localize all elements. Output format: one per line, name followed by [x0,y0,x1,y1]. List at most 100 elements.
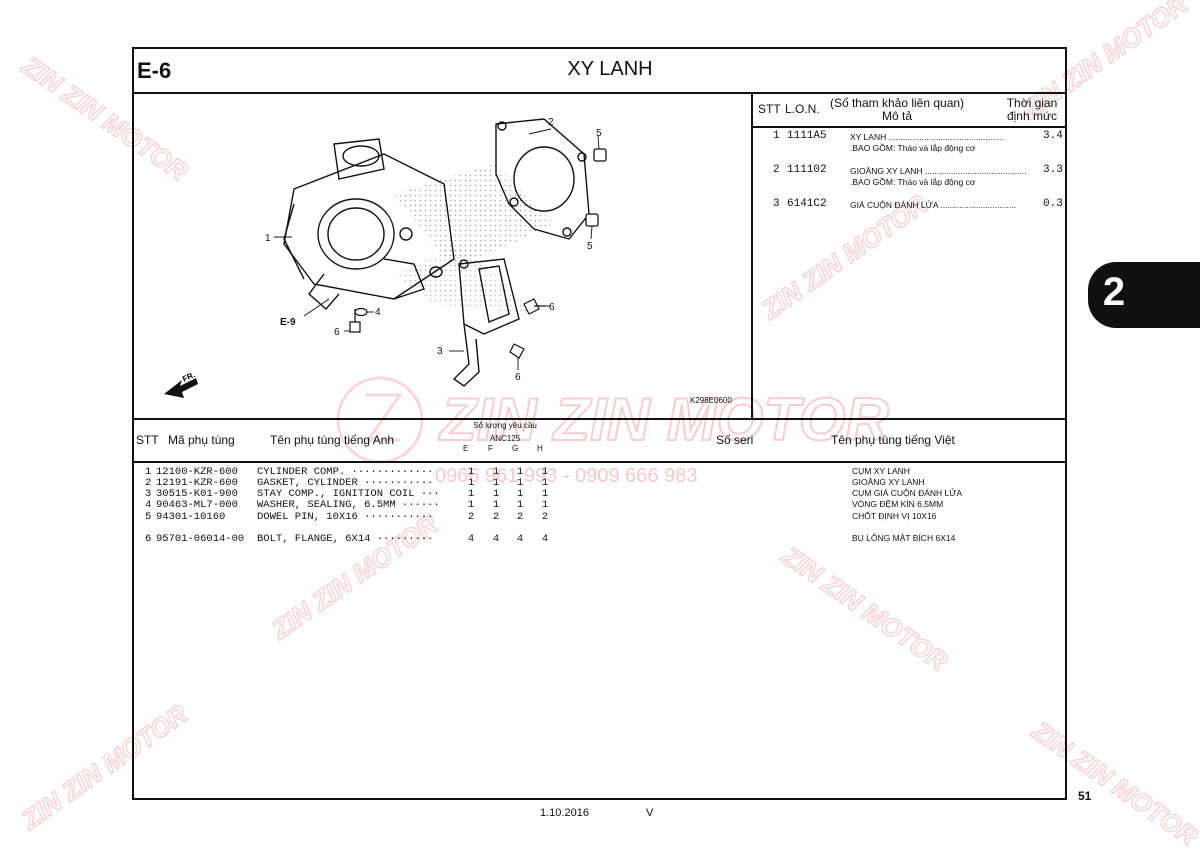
cylinder-body [283,138,455,310]
leader-lines [274,128,600,370]
row-qty: 2 [541,511,549,523]
ref-row-desc-text: GIÁ CUỘN ĐÁNH LỬA [850,200,939,210]
ref-row-desc: GIÁ CUỘN ĐÁNH LỬA ......................… [850,200,1016,211]
projection-band [394,164,554,269]
ignition-coil-stay [452,258,520,387]
ref-col-stt: STT [758,102,781,116]
callout-number: 1 [265,233,271,244]
chapter-tab-label: 2 [1102,270,1126,314]
ref-row-dots: ........................................… [886,132,1005,142]
callout-number: 5 [587,241,593,252]
ref-col-desc-1: (Số tham khảo liên quan) [829,96,965,110]
ref-row-stt: 2 [773,164,780,176]
title-divider [133,92,1066,94]
page-title: XY LANH [567,58,653,80]
row-name-vn: GIOĂNG XY LANH [852,477,925,487]
callout-number: 6 [334,327,340,338]
row-qty: 4 [516,533,524,545]
row-stt: 1 [145,466,152,478]
row-name-en: CYLINDER COMP. ············· [257,466,434,478]
row-qty: 1 [467,488,475,500]
row-qty: 1 [467,466,475,478]
row-name-vn: CHỐT ĐỊNH VỊ 10X16 [852,511,937,521]
ref-row-desc: XY LANH ................................… [850,132,1004,143]
row-stt: 2 [145,477,152,489]
sealing-washer [354,307,368,317]
row-qty: 1 [492,499,500,511]
row-qty: 1 [541,488,549,500]
ref-col-desc-2: Mô tả [881,109,912,123]
qty-model: ANC125 [489,434,521,443]
row-qty: 1 [492,477,500,489]
projection-band [394,244,534,314]
callout-number: 6 [549,302,555,313]
parts-col-name-vn: Tên phụ tùng tiếng Việt [831,433,955,447]
row-qty: 1 [541,477,549,489]
parts-header-divider [133,461,1066,463]
row-qty: 1 [516,477,524,489]
row-stt: 6 [145,533,152,545]
ref-row-note: .BAO GỒM: Tháo và lắp động cơ [850,143,976,153]
qty-col-g: G [512,444,519,453]
diagram-code: K298E0600 [690,396,732,405]
watermark-brand: ZIN ZIN MOTOR [438,386,889,453]
row-stt: 4 [145,499,152,511]
callout-number: 5 [596,128,602,139]
watermark-phone: 0966 961 993 - 0909 666 983 [435,465,697,487]
row-part-no: 12100-KZR-600 [156,466,238,478]
ref-row-time: 3.3 [1043,164,1063,176]
callout-number: 6 [515,372,521,383]
row-name-en: BOLT, FLANGE, 6X14 ········· [257,533,434,545]
row-qty: 2 [467,511,475,523]
row-name-en: GASKET, CYLINDER ··········· [257,477,434,489]
row-qty: 1 [516,488,524,500]
dowel-pin [585,148,607,227]
section-code: E-6 [137,58,172,83]
row-stt: 5 [145,511,152,523]
ref-row-time: 3.4 [1043,130,1063,142]
watermark-logo-mark [365,393,403,442]
ref-col-time-1: Thời gian [1006,96,1058,110]
callout-number: 4 [375,307,381,318]
qty-col-e: E [463,444,469,453]
chapter-tab [1088,262,1200,328]
row-qty: 2 [492,511,500,523]
ref-row-lon: 111102 [787,164,827,176]
row-qty: 1 [492,488,500,500]
row-qty: 1 [467,477,475,489]
row-qty: 1 [516,499,524,511]
row-name-en: DOWEL PIN, 10X16 ··········· [257,511,434,523]
row-qty: 1 [541,499,549,511]
row-name-en: STAY COMP., IGNITION COIL ··· [257,488,440,500]
row-qty: 1 [492,466,500,478]
row-name-vn: BU LÔNG MẶT BÍCH 6X14 [852,533,956,543]
ref-col-time-2: định mức [1006,109,1058,123]
ref-row-dots: ........................................… [922,166,1027,176]
parts-col-serial: Số seri [716,433,754,447]
page-number: 51 [1078,789,1092,803]
qty-col-h: H [537,444,543,453]
ref-row-stt: 1 [773,130,780,142]
row-qty: 4 [492,533,500,545]
qty-title: Số lượng yêu cầu [473,421,537,430]
reference-header-divider [751,126,1066,128]
footer-version: V [646,807,654,819]
row-qty: 4 [541,533,549,545]
row-qty: 4 [467,533,475,545]
ref-col-lon: L.O.N. [785,102,820,116]
ref-row-lon: 6141C2 [787,198,827,210]
footer-date: 1.10.2016 [540,807,589,819]
ref-row-lon: 1111A5 [787,130,827,142]
row-name-vn: VÒNG ĐỆM KÍN 6,5MM [852,499,944,509]
parts-col-name-en: Tên phụ tùng tiếng Anh [270,433,395,447]
row-stt: 3 [145,488,152,500]
row-qty: 1 [541,466,549,478]
front-arrow-icon: FR. [164,370,198,398]
row-name-vn: CỤM GIÁ CUỘN ĐÁNH LỬA [852,488,963,498]
flange-bolt [349,298,546,359]
parts-col-part-no: Mã phụ tùng [168,433,235,447]
row-part-no: 30515-K01-900 [156,488,238,500]
ref-row-note: .BAO GỒM: Tháo và lắp động cơ [850,177,976,187]
row-qty: 1 [516,466,524,478]
